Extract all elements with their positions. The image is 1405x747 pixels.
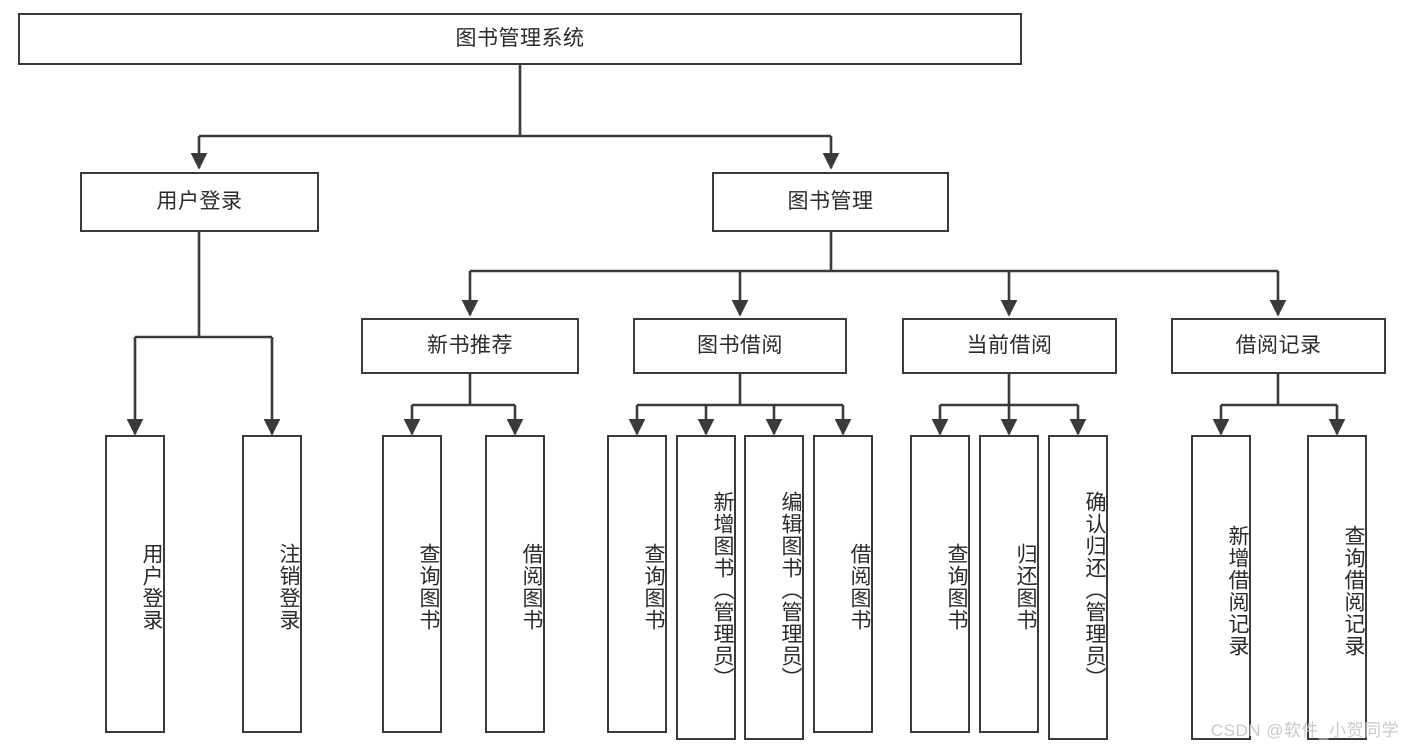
leaf-user-login[interactable]: 用户登录 [105,435,165,733]
leaf-cur-confirm[interactable]: 确认归还（管理员） [1048,435,1108,740]
leaf-borrow-edit[interactable]: 编辑图书（管理员） [744,435,804,740]
leaf-user-login-label: 用户登录 [140,543,163,631]
leaf-borrow-query[interactable]: 查询图书 [607,435,667,733]
leaf-rec-query[interactable]: 查询图书 [382,435,442,733]
leaf-cur-return-label: 归还图书 [1014,543,1037,631]
node-new-book-rec-label: 新书推荐 [427,333,513,357]
node-root[interactable]: 图书管理系统 [18,13,1022,65]
node-user-login[interactable]: 用户登录 [80,172,319,232]
leaf-cur-query-label: 查询图书 [945,543,968,631]
leaf-borrow-add-label: 新增图书（管理员） [711,490,734,689]
node-current-borrow[interactable]: 当前借阅 [902,318,1117,374]
node-current-borrow-label: 当前借阅 [966,333,1053,357]
node-user-login-label: 用户登录 [156,189,243,213]
node-borrow-record[interactable]: 借阅记录 [1171,318,1386,374]
leaf-borrow-add[interactable]: 新增图书（管理员） [676,435,736,740]
node-book-borrow[interactable]: 图书借阅 [633,318,847,374]
leaf-rec-borrow-label: 借阅图书 [520,543,543,631]
leaf-borrow-do-label: 借阅图书 [848,543,871,631]
node-borrow-record-label: 借阅记录 [1235,333,1322,357]
leaf-user-logout[interactable]: 注销登录 [242,435,302,733]
leaf-cur-return[interactable]: 归还图书 [979,435,1039,733]
leaf-borrow-query-label: 查询图书 [642,543,665,631]
leaf-rec-add[interactable]: 新增借阅记录 [1191,435,1251,740]
node-book-manage[interactable]: 图书管理 [712,172,949,232]
node-new-book-rec[interactable]: 新书推荐 [361,318,579,374]
leaf-user-logout-label: 注销登录 [277,543,300,631]
leaf-rec-search[interactable]: 查询借阅记录 [1307,435,1367,740]
leaf-rec-add-label: 新增借阅记录 [1226,524,1249,657]
node-root-label: 图书管理系统 [455,26,585,50]
leaf-rec-borrow[interactable]: 借阅图书 [485,435,545,733]
node-book-borrow-label: 图书借阅 [697,333,783,357]
leaf-rec-search-label: 查询借阅记录 [1342,524,1365,657]
leaf-borrow-edit-label: 编辑图书（管理员） [779,490,802,689]
watermark: CSDN @软件_小贺同学 [1210,721,1399,740]
leaf-rec-query-label: 查询图书 [417,543,440,631]
node-book-manage-label: 图书管理 [787,189,874,213]
leaf-cur-confirm-label: 确认归还（管理员） [1083,490,1106,689]
leaf-cur-query[interactable]: 查询图书 [910,435,970,733]
leaf-borrow-do[interactable]: 借阅图书 [813,435,873,733]
